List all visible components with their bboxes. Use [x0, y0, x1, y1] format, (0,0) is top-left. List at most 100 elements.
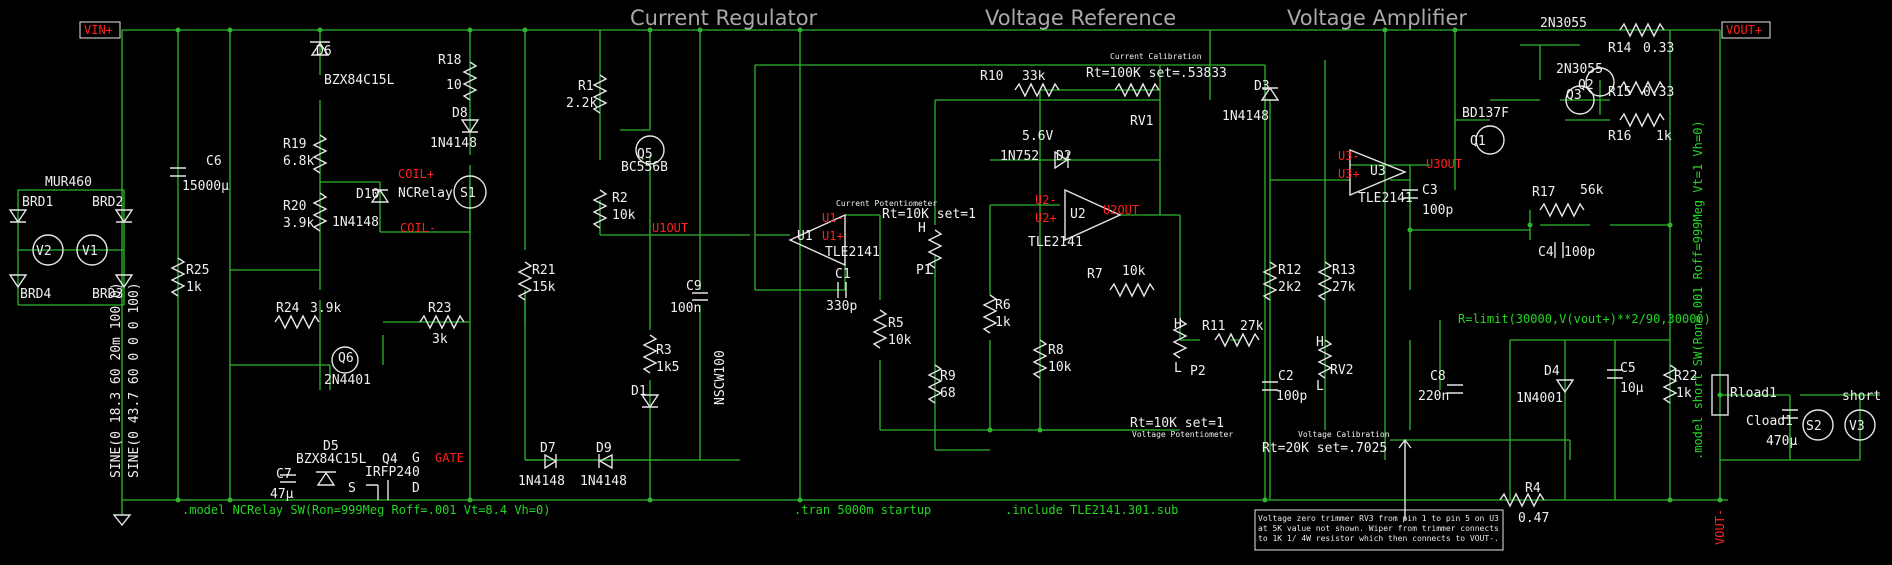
label-d4-value: 1N4001: [1516, 391, 1563, 406]
label-cload1: Cload1: [1746, 414, 1793, 429]
label-r25-value: 1k: [186, 280, 202, 295]
label-c4-value: 100p: [1564, 245, 1595, 260]
directive-tran: .tran 5000m startup: [794, 503, 931, 517]
label-c8: C8: [1430, 369, 1446, 384]
label-r3-value: 1k5: [656, 360, 679, 375]
label-r20: R20: [283, 199, 306, 214]
net-coil-minus: COIL-: [400, 221, 436, 235]
label-d6: D6: [316, 44, 332, 59]
port-vout-minus: VOUT-: [1713, 509, 1727, 545]
net-u2-minus: U2-: [1035, 193, 1057, 207]
port-vout-plus: VOUT+: [1726, 23, 1762, 37]
label-r24: R24: [276, 301, 300, 316]
label-q1: Q1: [1470, 134, 1486, 149]
note-box: Voltage zero trimmer RV3 from pin 1 to p…: [1258, 514, 1499, 543]
net-u2-plus: U2+: [1035, 211, 1057, 225]
net-u2out: U2OUT: [1103, 203, 1139, 217]
label-r12: R12: [1278, 263, 1301, 278]
label-q2-value: 2N3055: [1540, 16, 1587, 31]
label-q3-value: 2N3055: [1556, 62, 1603, 77]
label-c8-value: 220n: [1418, 389, 1449, 404]
label-r11-value: 27k: [1240, 319, 1264, 334]
label-rv1: RV1: [1130, 114, 1153, 129]
label-c7-value: 47µ: [270, 487, 294, 502]
label-q6: Q6: [338, 351, 354, 366]
label-r8: R8: [1048, 343, 1064, 358]
label-r21-value: 15k: [532, 280, 556, 295]
label-ncrelay: NCRelay: [398, 186, 453, 201]
label-q5-value: BC556B: [621, 160, 668, 175]
label-d8-value: 1N4148: [430, 136, 477, 151]
label-r18-value: 10: [446, 78, 462, 93]
label-r2-value: 10k: [612, 208, 636, 223]
label-d8: D8: [452, 106, 468, 121]
label-cload1-value: 470µ: [1766, 434, 1797, 449]
net-labels: COIL+ COIL- GATE U1OUT U1- U1+ U2- U2+ U…: [398, 149, 1462, 465]
label-rload1: Rload1: [1730, 386, 1777, 401]
label-r14-value: 0.33: [1643, 41, 1674, 56]
label-r1-value: 2.2k: [566, 96, 597, 111]
net-u3-plus: U3+: [1338, 167, 1360, 181]
net-u1-plus: U1+: [822, 229, 844, 243]
port-vin: VIN+: [84, 23, 113, 37]
label-r17: R17: [1532, 185, 1555, 200]
label-c6: C6: [206, 154, 222, 169]
label-r23: R23: [428, 301, 451, 316]
label-r14: R14: [1608, 41, 1632, 56]
label-d2: D2: [1056, 149, 1072, 164]
label-r5-value: 10k: [888, 333, 912, 348]
label-d2-value: 1N752: [1000, 149, 1039, 164]
directive-short-model: .model short SW(Ron=.001 Roff=999Meg Vt=…: [1691, 120, 1705, 460]
label-rv2-l: L: [1316, 379, 1324, 394]
label-d1: D1: [631, 384, 647, 399]
label-r13-value: 27k: [1332, 280, 1356, 295]
section-title-voltage-amplifier: Voltage Amplifier: [1287, 6, 1467, 30]
label-r13: R13: [1332, 263, 1355, 278]
label-r10-value: 33k: [1022, 69, 1046, 84]
label-c5-value: 10µ: [1620, 381, 1644, 396]
label-brd3: BRD3: [92, 287, 123, 302]
label-r12-value: 2k2: [1278, 280, 1301, 295]
label-r5: R5: [888, 316, 904, 331]
label-rv1-value: Rt=100K set=.53833: [1086, 66, 1227, 81]
label-r24-value: 3.9k: [310, 301, 341, 316]
label-c2-value: 100p: [1276, 389, 1307, 404]
label-d3: D3: [1254, 79, 1270, 94]
label-q3: Q3: [1566, 88, 1582, 103]
label-q1-value: BD137F: [1462, 106, 1509, 121]
label-u1-value: TLE2141: [825, 245, 880, 260]
section-title-voltage-reference: Voltage Reference: [985, 6, 1176, 30]
net-gate: GATE: [435, 451, 464, 465]
label-d5: D5: [323, 439, 339, 454]
label-rv2-value: Rt=20K set=.7025: [1262, 441, 1387, 456]
label-r7-value: 10k: [1122, 264, 1146, 279]
label-v2: V2: [36, 244, 52, 259]
net-u1out: U1OUT: [652, 221, 688, 235]
note-line-3: to 1K 1/ 4W resistor which then connects…: [1258, 534, 1499, 543]
label-r8-value: 10k: [1048, 360, 1072, 375]
label-c5: C5: [1620, 361, 1636, 376]
label-r20-value: 3.9k: [283, 216, 314, 231]
label-rv2-h: H: [1316, 335, 1324, 350]
section-title-current-regulator: Current Regulator: [630, 6, 818, 30]
label-d7: D7: [540, 441, 556, 456]
label-r7: R7: [1087, 267, 1103, 282]
label-v1-value: SINE(0 18.3 60 20m 100 0): [109, 282, 124, 478]
label-rv2: RV2: [1330, 363, 1353, 378]
label-r18: R18: [438, 53, 461, 68]
label-d2-volt: 5.6V: [1022, 129, 1053, 144]
label-mur460: MUR460: [45, 175, 92, 190]
label-r21: R21: [532, 263, 555, 278]
note-line-2: at 5K value not shown. Wiper from trimme…: [1258, 524, 1499, 533]
label-r23-value: 3k: [432, 332, 448, 347]
label-r22: R22: [1674, 369, 1697, 384]
label-r19-value: 6.8k: [283, 154, 314, 169]
label-q6-value: 2N4401: [324, 373, 371, 388]
label-r16: R16: [1608, 129, 1631, 144]
label-q4-drain: D: [412, 481, 420, 496]
label-q4-gate: G: [412, 451, 420, 466]
label-short: short: [1842, 389, 1881, 404]
label-v3: V3: [1849, 419, 1865, 434]
directive-ncrelay-model: .model NCRelay SW(Ron=999Meg Roff=.001 V…: [182, 503, 550, 517]
label-r1: R1: [578, 79, 594, 94]
